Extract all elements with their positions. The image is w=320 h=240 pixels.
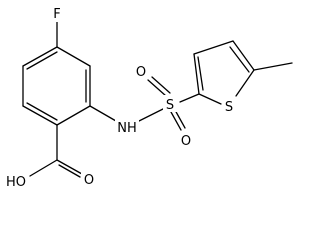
bond — [151, 76, 171, 94]
bond — [253, 62, 293, 71]
bond — [89, 105, 117, 122]
hydroxyl-label: HO — [6, 175, 26, 190]
bond — [197, 56, 204, 91]
bond — [56, 105, 91, 126]
atom-labels: F HO O NH S O O S — [3, 4, 236, 190]
amine-label: NH — [117, 121, 137, 136]
bond — [170, 111, 182, 131]
sulfonyl-oxygen-top-label: O — [136, 65, 146, 80]
bond — [56, 159, 83, 175]
bond — [232, 40, 255, 71]
bond — [26, 102, 58, 121]
bond — [58, 164, 81, 178]
bond — [229, 46, 250, 73]
bond — [174, 109, 186, 129]
bond — [235, 69, 255, 97]
sulfonyl-oxygen-bottom-label: O — [181, 134, 191, 149]
bond — [198, 93, 222, 105]
bonds — [22, 21, 293, 178]
sulfonyl-sulfur-label: S — [166, 98, 174, 113]
bond — [56, 46, 91, 67]
bond — [22, 105, 58, 126]
thiophene-sulfur-label: S — [225, 100, 233, 115]
fluorine-label: F — [53, 7, 60, 22]
bond — [22, 46, 58, 67]
carbonyl-oxygen-label: O — [84, 173, 94, 188]
bond — [136, 107, 166, 123]
bond — [147, 79, 167, 97]
bond — [193, 40, 234, 55]
molecule-structure: F HO O NH S O O S — [3, 4, 293, 190]
bond — [26, 51, 58, 70]
bond — [29, 159, 58, 177]
bond — [179, 93, 200, 103]
bond — [193, 53, 200, 95]
